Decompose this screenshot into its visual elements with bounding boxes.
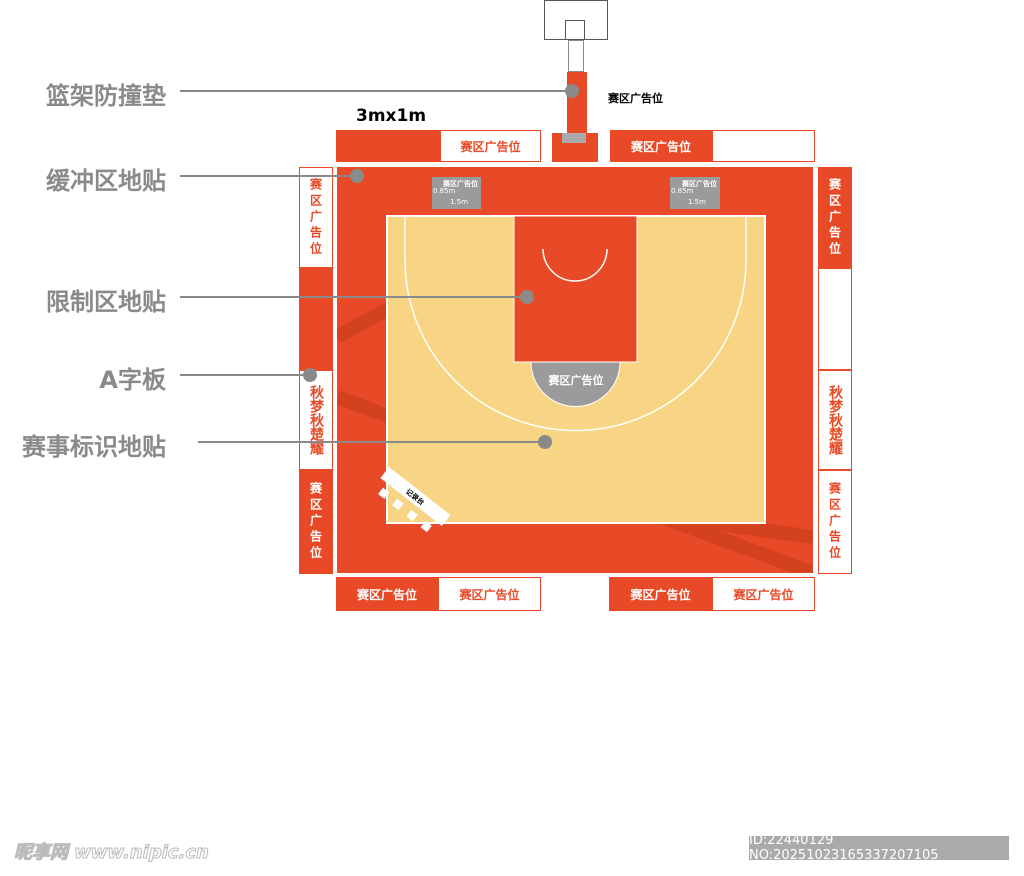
right-board-2	[818, 268, 852, 370]
label-a-frame: A字板	[99, 366, 166, 394]
sign-title: 赛区广告位	[682, 180, 717, 188]
watermark: 昵享网 www.nipic.cn	[14, 842, 210, 864]
leader-dot	[538, 435, 552, 449]
top-board-1	[336, 130, 440, 162]
free-throw-arc	[542, 248, 608, 282]
hoop-frame	[565, 20, 585, 40]
label-pad: 篮架防撞垫	[46, 82, 166, 110]
ad-sign-right: 赛区广告位 0.85m 1.5m	[670, 177, 720, 209]
left-board-2	[299, 268, 333, 370]
bottom-board-2: 赛区广告位	[438, 577, 541, 611]
leader-line	[180, 374, 310, 376]
top-board-4	[712, 130, 815, 162]
pole-base-plate	[562, 133, 586, 143]
bottom-board-4: 赛区广告位	[712, 577, 815, 611]
bottom-board-1: 赛区广告位	[336, 577, 438, 611]
leader-line	[198, 441, 545, 443]
sign-height: 0.85m	[433, 187, 456, 195]
sign-title: 赛区广告位	[443, 180, 478, 188]
leader-line	[180, 175, 357, 177]
leader-line	[180, 296, 527, 298]
left-board-1: 赛区广告位	[299, 167, 333, 268]
right-board-1: 赛区广告位	[818, 167, 852, 268]
leader-dot	[520, 290, 534, 304]
logo-semicircle	[530, 361, 621, 407]
right-board-4: 赛区广告位	[818, 470, 852, 574]
pole-pad	[567, 72, 587, 134]
leader-line	[180, 90, 572, 92]
leader-dot	[303, 368, 317, 382]
pad-ad-label: 赛区广告位	[608, 92, 663, 105]
leader-dot	[565, 84, 579, 98]
court-lines: 记录台	[337, 215, 813, 573]
label-event: 赛事标识地贴	[22, 433, 166, 461]
label-buffer: 缓冲区地贴	[46, 167, 166, 195]
label-key: 限制区地贴	[46, 288, 166, 316]
left-a-frame-logo: 秋梦秋楚耀	[299, 370, 333, 470]
three-point-line	[404, 216, 747, 432]
board-size-label: 3mx1m	[356, 106, 427, 126]
scorer-table: 记录台	[378, 467, 451, 533]
leader-dot	[350, 169, 364, 183]
sign-width: 1.5m	[688, 198, 706, 206]
restricted-area	[513, 215, 638, 363]
ad-sign-left: 赛区广告位 0.85m 1.5m	[432, 177, 481, 209]
sign-width: 1.5m	[450, 198, 468, 206]
top-board-2: 赛区广告位	[440, 130, 541, 162]
semicircle-ad-label: 赛区广告位	[548, 374, 604, 387]
right-a-frame-logo: 秋梦秋楚耀	[818, 370, 852, 470]
sign-height: 0.85m	[671, 187, 694, 195]
top-board-3: 赛区广告位	[610, 130, 712, 162]
left-board-4: 赛区广告位	[299, 470, 333, 574]
bottom-board-3: 赛区广告位	[609, 577, 712, 611]
image-id: ID:22440129 NO:20251023165337207105	[749, 833, 1009, 863]
pole	[568, 40, 584, 72]
